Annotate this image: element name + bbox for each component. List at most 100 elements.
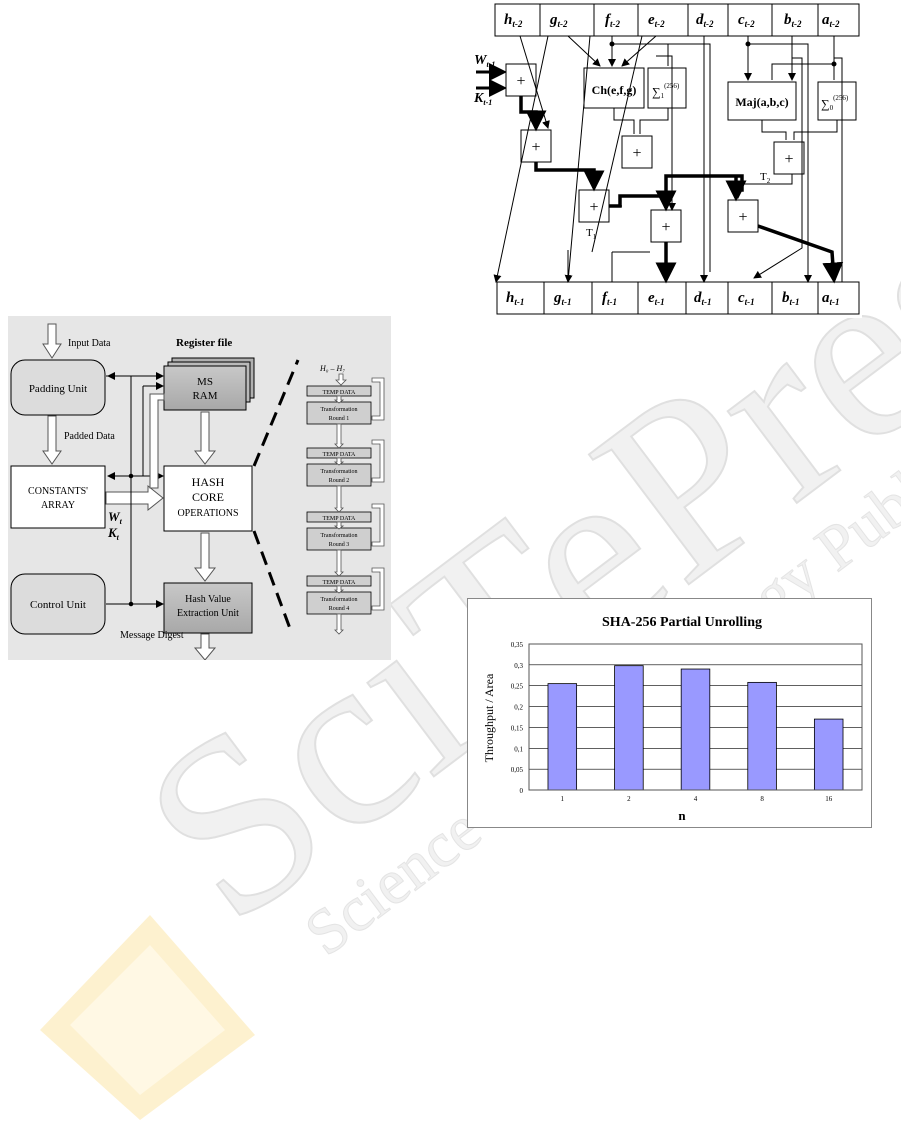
bot-reg-b: b [782, 290, 790, 306]
chart-y-axis-label: Throughput / Area [482, 673, 496, 762]
bot-reg-a-sub: t-1 [830, 297, 840, 307]
padding-unit-label: Padding Unit [29, 383, 87, 395]
chart-y-tick-label: 0,3 [514, 662, 523, 670]
temp-data-1: TEMP DATA [323, 390, 356, 396]
ms-ram-box [163, 365, 247, 411]
constants-array-line1: CONSTANTS' [28, 486, 88, 497]
t2-label: T [760, 171, 767, 183]
round-4-label: Round 4 [329, 606, 350, 612]
chart-y-tick-label: 0,05 [511, 766, 524, 774]
top-reg-g: g [549, 12, 558, 28]
svg-text:at-2: at-2 [822, 12, 840, 29]
k-sub: t [117, 533, 120, 542]
top-reg-e: e [648, 12, 655, 28]
plus-6: + [784, 151, 793, 168]
adder-a [727, 199, 759, 233]
extraction-unit-box [163, 582, 253, 634]
bot-reg-e-sub: t-1 [655, 297, 665, 307]
input-data-arrow [42, 323, 62, 359]
chart-y-tick-label: 0 [520, 787, 524, 795]
h-range-label: H₀ – H₇ [319, 364, 345, 373]
bot-reg-h-sub: t-1 [514, 297, 524, 307]
w-input-sub: t-1 [486, 60, 495, 69]
top-reg-h-sub: t-2 [512, 19, 522, 29]
constants-array-line2: ARRAY [41, 500, 75, 511]
bot-reg-h: h [506, 290, 514, 306]
top-reg-g-sub: t-2 [558, 19, 568, 29]
w-label: W [108, 509, 121, 524]
message-digest-arrow [193, 633, 217, 660]
watermark-logo [40, 915, 255, 1120]
sigma0-symbol: ∑ [821, 97, 830, 111]
sigma0-box [817, 81, 857, 121]
t1-label: T [586, 227, 593, 239]
chart-y-tick-label: 0,25 [511, 683, 524, 691]
bot-reg-f-sub: t-1 [607, 297, 617, 307]
adder-ch [621, 135, 653, 169]
bot-reg-g: g [553, 290, 562, 306]
round-1-label: Round 1 [329, 416, 350, 422]
svg-text:dt-2: dt-2 [696, 12, 714, 29]
maj-function-box [727, 81, 797, 121]
k-input-label: K [473, 91, 485, 106]
top-reg-f-sub: t-2 [610, 19, 620, 29]
w-sub: t [120, 517, 123, 526]
chart-y-tick-label: 0,15 [511, 724, 524, 732]
svg-text:∑0(256): ∑0 (256) [821, 94, 849, 112]
svg-text:ht-2: ht-2 [504, 12, 523, 29]
chart-x-tick-label: 8 [760, 795, 764, 803]
svg-text:ht-1: ht-1 [506, 290, 524, 307]
message-digest-label: Message Digest [120, 630, 184, 641]
top-reg-f: f [605, 12, 612, 28]
svg-text:et-2: et-2 [648, 12, 665, 29]
bot-reg-b-sub: t-1 [790, 297, 800, 307]
bot-reg-d-sub: t-1 [702, 297, 712, 307]
svg-text:Kt-1: Kt-1 [473, 91, 492, 107]
chart-x-tick-label: 2 [627, 795, 631, 803]
adder-h [520, 129, 552, 163]
svg-text:Wt: Wt [108, 509, 123, 526]
adder-maj [773, 141, 805, 175]
plus-7: + [738, 209, 747, 226]
chart-y-tick-label: 0,1 [514, 745, 523, 753]
svg-text:ft-2: ft-2 [605, 12, 620, 29]
transformation-2: Transformation [320, 468, 357, 475]
round-2-label: Round 2 [329, 478, 350, 484]
plus-3: + [589, 199, 598, 216]
chart-plot-area [528, 643, 863, 791]
temp-data-3: TEMP DATA [323, 516, 356, 522]
input-data-label: Input Data [68, 338, 111, 349]
sigma0-sup: (256) [833, 94, 849, 102]
ms-ram-line2: RAM [192, 390, 217, 402]
plus-2: + [531, 139, 540, 156]
adder-wk [505, 63, 537, 97]
bot-reg-a: a [822, 290, 830, 306]
svg-text:gt-2: gt-2 [549, 12, 568, 29]
w-input-label: W [474, 53, 488, 68]
svg-text:Kt: Kt [107, 525, 120, 542]
register-file-label: Register file [176, 337, 232, 349]
bot-reg-g-sub: t-1 [562, 297, 572, 307]
svg-text:et-1: et-1 [648, 290, 665, 307]
bot-reg-c-sub: t-1 [745, 297, 755, 307]
top-reg-d: d [696, 12, 704, 28]
chart-bar-16 [813, 718, 844, 791]
svg-text:T1: T1 [586, 227, 597, 241]
temp-data-4: TEMP DATA [323, 580, 356, 586]
wk-arrow [105, 484, 164, 512]
sigma1-sub: 1 [661, 92, 665, 100]
bot-reg-e: e [648, 290, 655, 306]
svg-text:bt-1: bt-1 [782, 290, 800, 307]
sigma1-symbol: ∑ [652, 85, 661, 99]
padding-unit-box [10, 359, 106, 416]
transformation-4: Transformation [320, 596, 357, 603]
sigma0-sub: 0 [830, 104, 834, 112]
plus-5: + [661, 219, 670, 236]
transformation-1: Transformation [320, 406, 357, 413]
chart-x-tick-label: 16 [825, 795, 833, 803]
chart-y-tick-label: 0,35 [511, 641, 524, 649]
control-unit-label: Control Unit [30, 599, 86, 611]
sigma1-box [647, 67, 687, 109]
hash-core-line1: HASH [192, 475, 225, 489]
